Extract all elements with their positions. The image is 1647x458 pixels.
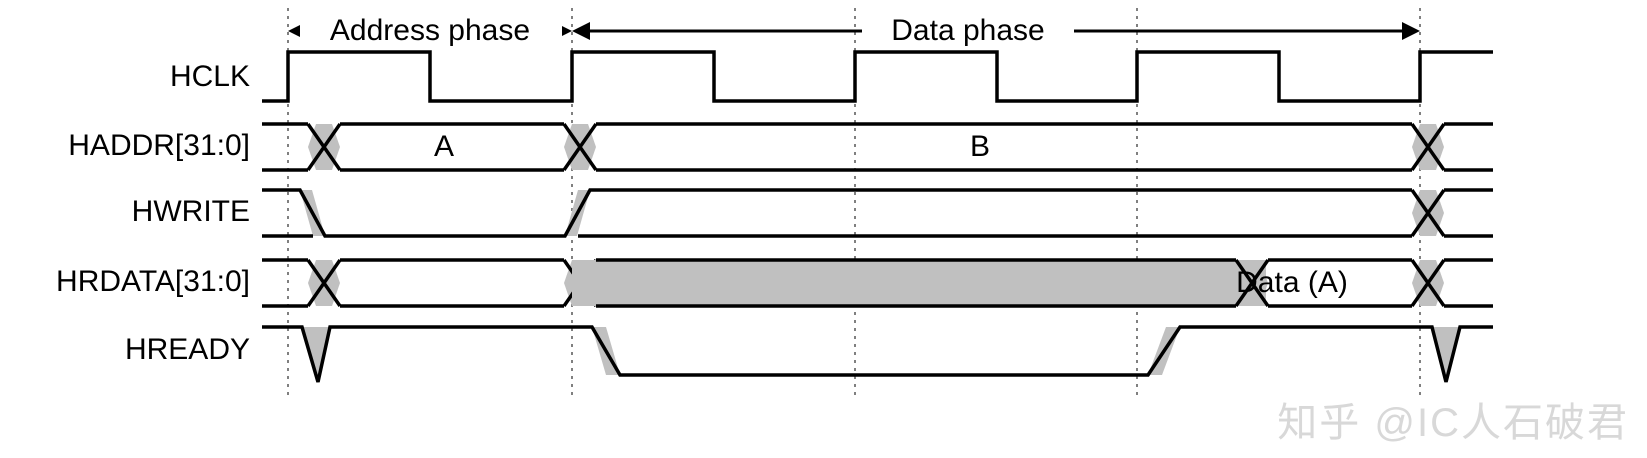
address-phase-label: Address phase (330, 14, 530, 47)
phase-annotations: Address phase Data phase (288, 14, 1420, 48)
hrdata-transition-3-x (1234, 259, 1270, 307)
hrdata-transition-4-x (1410, 259, 1446, 307)
hwrite-tail (1444, 188, 1493, 238)
data-phase-arrow: Data phase (572, 14, 1420, 48)
signal-label-haddr: HADDR[31:0] (68, 129, 250, 162)
hwrite-transition-3-x (1410, 189, 1446, 237)
waveform-hrdata: Data (A) (262, 258, 1493, 308)
address-phase-arrow: Address phase (288, 14, 572, 48)
haddr-transition-2-x (562, 123, 598, 171)
signal-label-hrdata: HRDATA[31:0] (56, 265, 250, 298)
hrdata-segment-idle-body (340, 258, 564, 308)
haddr-body-left (262, 122, 308, 172)
hready-notch-2-fill (1432, 327, 1460, 382)
hrdata-undefined-rails (596, 258, 1236, 308)
hrdata-value-data-a: Data (A) (1236, 266, 1348, 299)
signal-label-hready: HREADY (125, 333, 250, 366)
hwrite-trace (262, 188, 1412, 238)
hrdata-body-right (1444, 258, 1493, 308)
hrdata-body-left (262, 258, 308, 308)
haddr-transition-1-x (306, 123, 342, 171)
haddr-transition-3-x (1410, 123, 1446, 171)
hready-trace (262, 325, 1493, 383)
signal-label-hclk: HCLK (170, 60, 250, 93)
hrdata-transition-1-x (306, 259, 342, 307)
signal-label-hwrite: HWRITE (132, 195, 250, 228)
waveform-hclk (262, 50, 1493, 103)
waveform-hwrite (262, 188, 1493, 238)
hrdata-undefined-block (572, 260, 1266, 306)
haddr-segment-b-body (596, 122, 1412, 172)
data-phase-label: Data phase (891, 14, 1044, 47)
haddr-segment-a-body (340, 122, 564, 172)
haddr-body-right (1444, 122, 1493, 172)
haddr-value-b: B (970, 130, 990, 163)
waveform-haddr: A B (262, 122, 1493, 172)
waveform-hready (262, 325, 1493, 383)
hrdata-segment-data-body (1268, 258, 1412, 308)
hready-notch-1-fill (302, 327, 330, 382)
signal-label-column: HCLK HADDR[31:0] HWRITE HRDATA[31:0] HRE… (56, 60, 250, 366)
haddr-value-a: A (434, 130, 454, 163)
hclk-trace (262, 50, 1493, 103)
